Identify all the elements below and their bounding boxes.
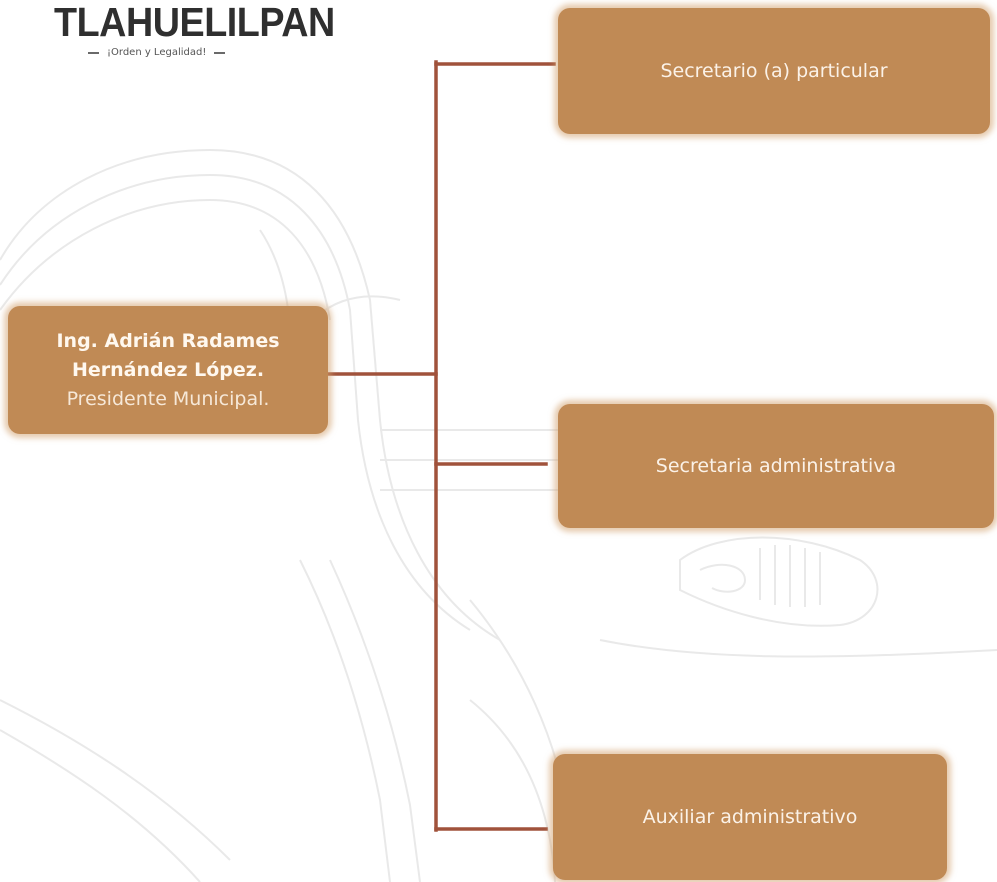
logo-dash-left [88, 51, 99, 54]
tlahuelilpan-logo: TLAHUELILPAN ¡Orden y Legalidad! [44, 0, 335, 70]
president-name-line2: Hernández López. [71, 358, 265, 381]
position-box-secretario-particular: Secretario (a) particular [558, 8, 990, 134]
position-label-secretario-particular: Secretario (a) particular [660, 60, 888, 82]
logo-dash-right [214, 51, 226, 54]
position-label-secretaria-administrativa: Secretaria administrativa [655, 455, 897, 477]
president-role: Presidente Municipal. [66, 387, 270, 410]
logo-tagline: ¡Orden y Legalidad! [107, 47, 207, 58]
president-box: Ing. Adrián Radames Hernández López. Pre… [8, 306, 328, 434]
position-box-secretaria-administrativa: Secretaria administrativa [558, 404, 994, 528]
president-name-line1: Ing. Adrián Radames [56, 329, 280, 352]
logo-title: TLAHUELILPAN [54, 0, 335, 45]
logo-tagline-row: ¡Orden y Legalidad! [88, 47, 226, 58]
position-label-auxiliar-administrativo: Auxiliar administrativo [642, 806, 858, 828]
position-box-auxiliar-administrativo: Auxiliar administrativo [553, 754, 947, 880]
